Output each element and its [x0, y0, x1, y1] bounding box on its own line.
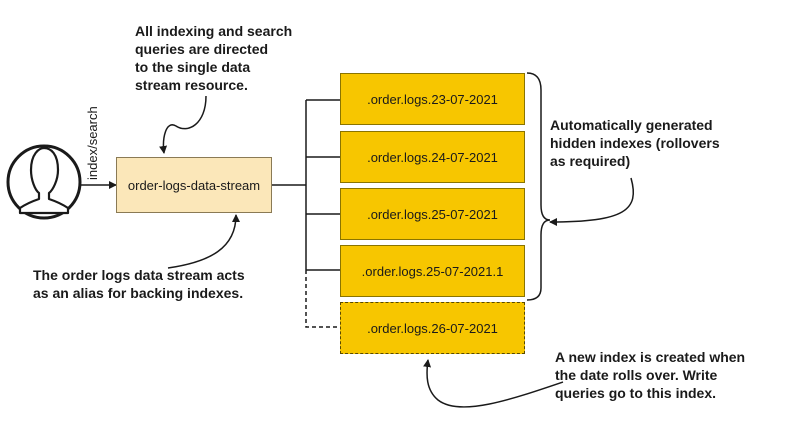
new-index-callout-arrow [423, 359, 564, 408]
hidden-indexes-note: Automatically generated hidden indexes (… [550, 117, 720, 169]
backing-index-node: .order.logs.24-07-2021 [340, 131, 525, 183]
backing-index-node: .order.logs.25-07-2021 [340, 188, 525, 240]
alias-note: The order logs data stream acts as an al… [33, 267, 245, 301]
new-index-note: A new index is created when the date rol… [555, 349, 746, 401]
new-write-index-node: .order.logs.26-07-2021 [340, 302, 525, 354]
data-stream-node: order-logs-data-stream [116, 157, 272, 213]
top-note-callout-arrow [159, 95, 207, 154]
backing-index-node: .order.logs.25-07-2021.1 [340, 245, 525, 297]
stream-to-index-connectors [272, 99, 340, 328]
hidden-indexes-brace [526, 72, 551, 301]
alias-note-callout-arrow [167, 214, 240, 269]
hidden-note-callout-arrow [549, 177, 635, 226]
user-icon [6, 144, 82, 220]
backing-index-node: .order.logs.23-07-2021 [340, 73, 525, 125]
top-note: All indexing and search queries are dire… [135, 23, 293, 93]
index-search-edge-label: index/search [85, 106, 100, 180]
